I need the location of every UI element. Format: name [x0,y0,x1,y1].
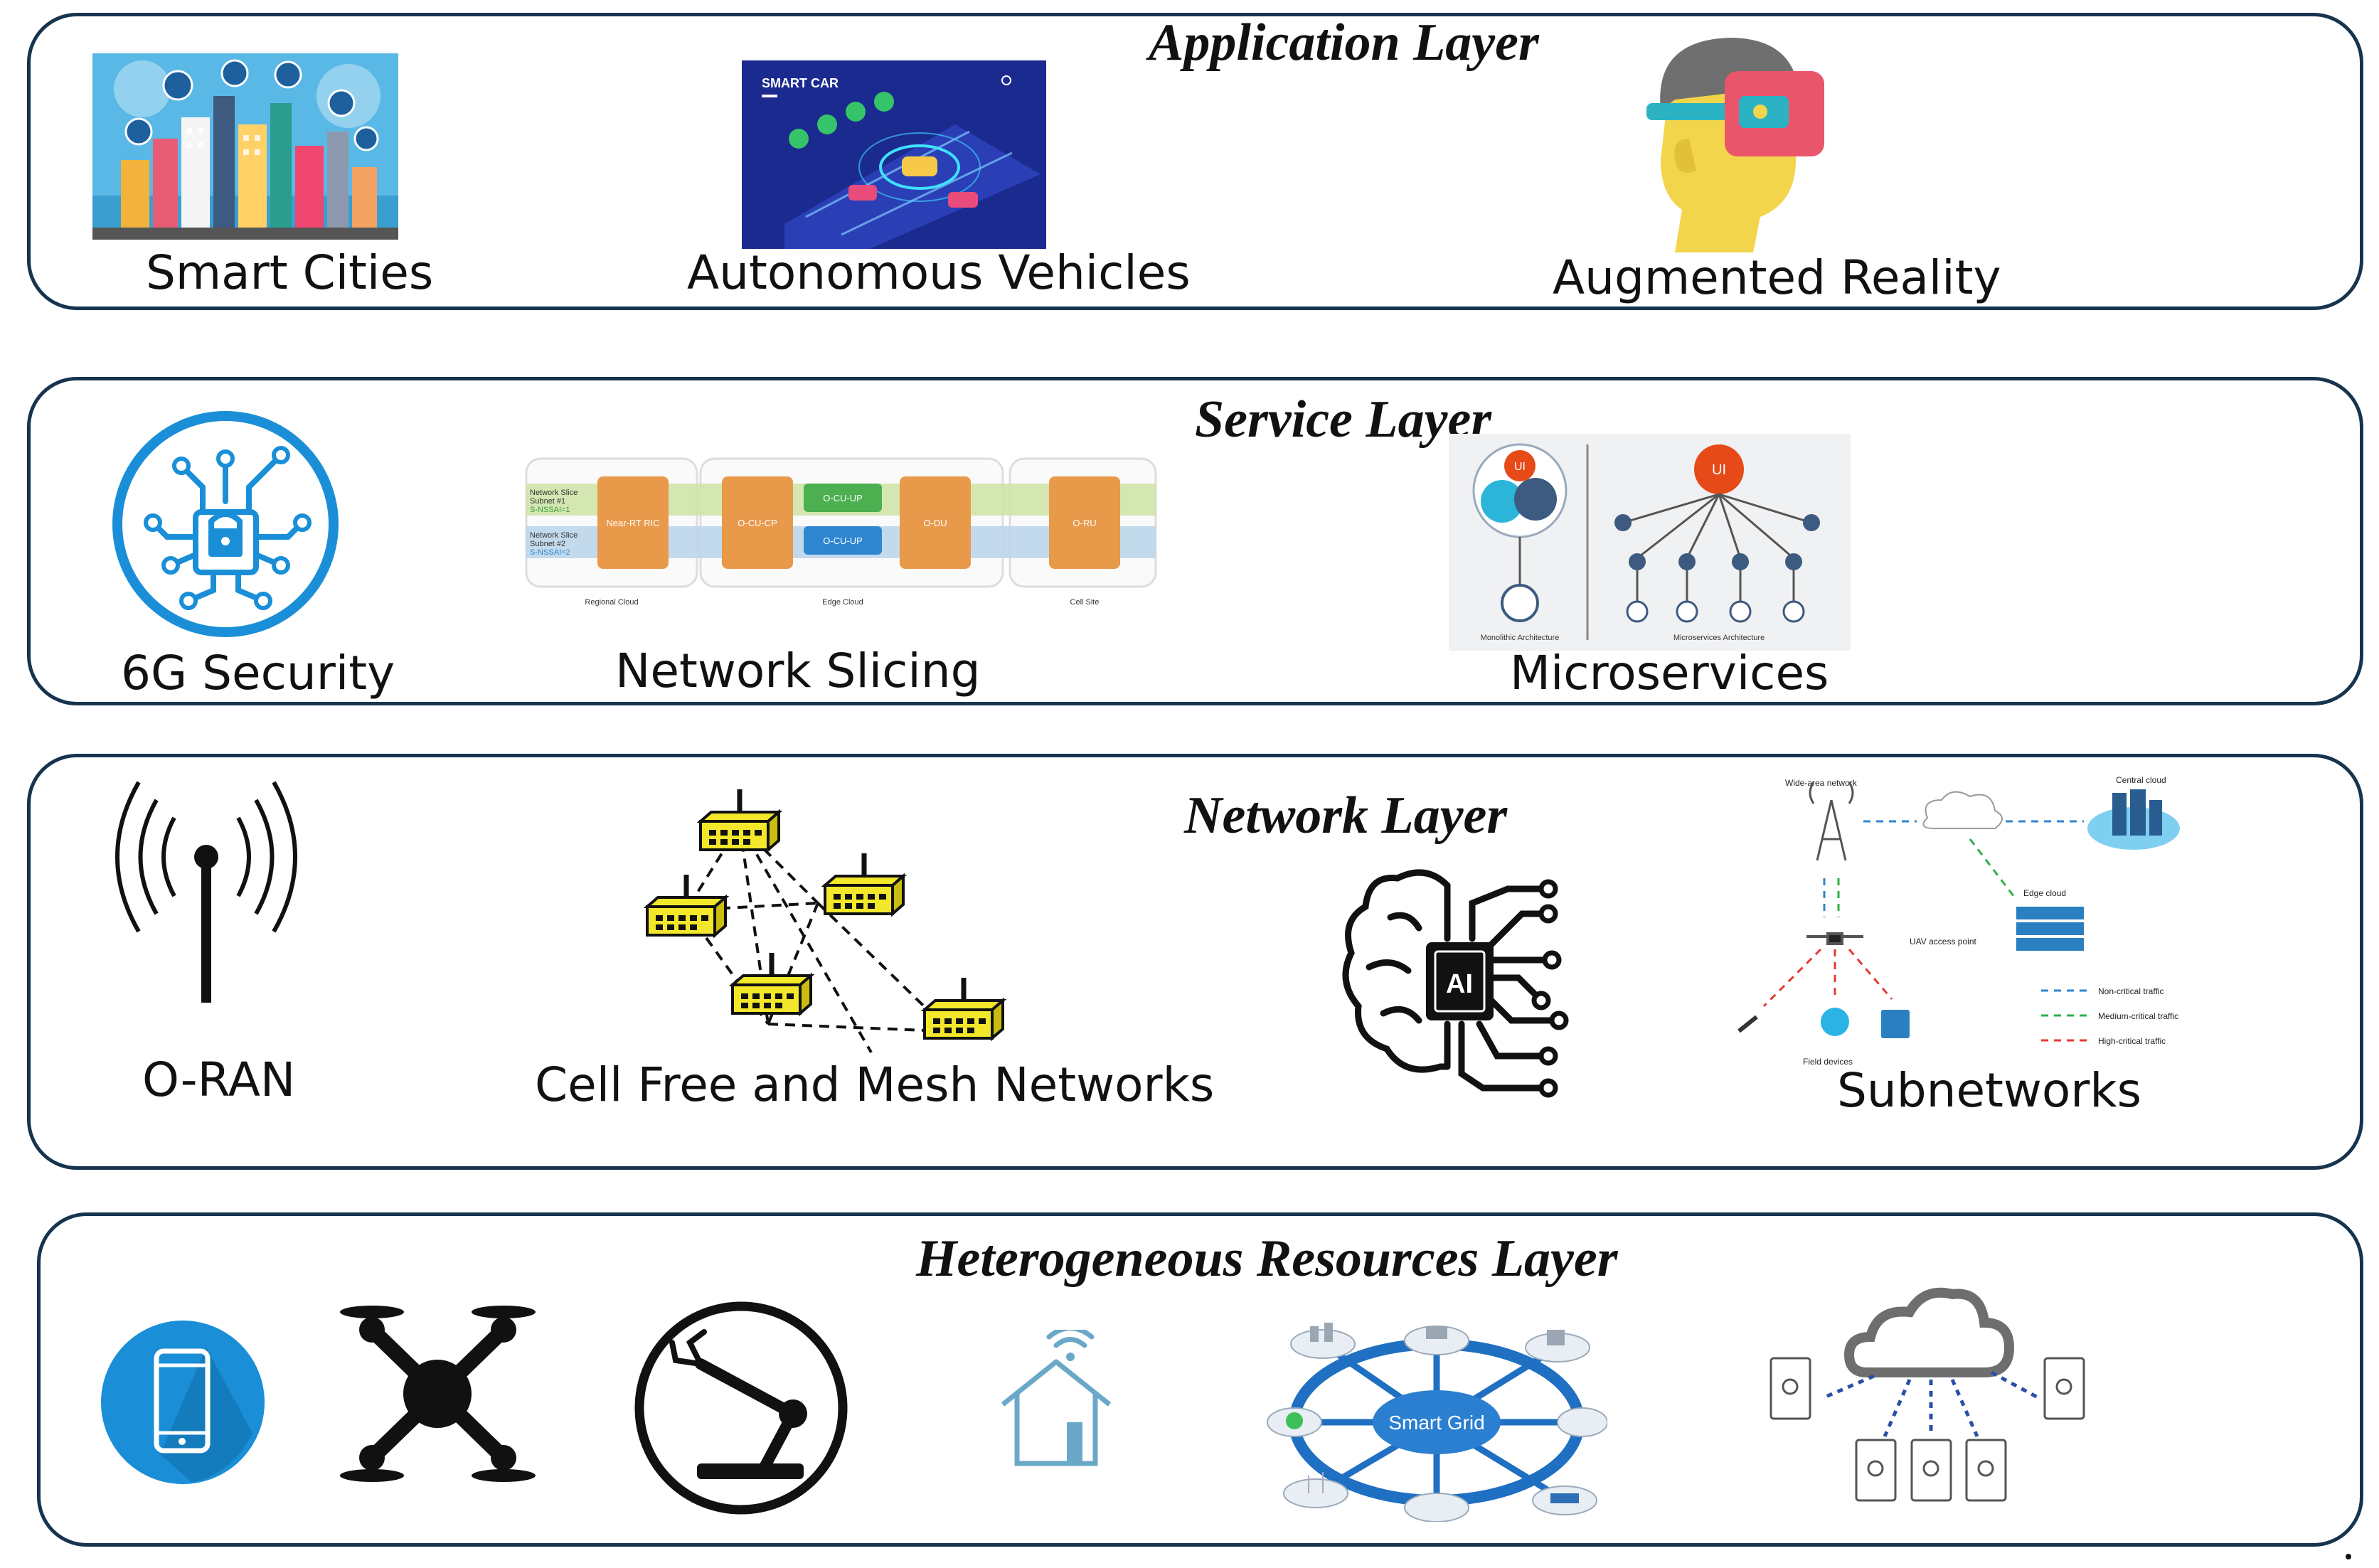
subnetworks-label: Subnetworks [1837,1063,2142,1118]
ai-brain-icon: AI [1342,869,1569,1098]
svg-text:Medium-critical traffic: Medium-critical traffic [2098,1011,2178,1021]
mesh-network-icon [643,789,1007,1054]
svg-text:Regional Cloud: Regional Cloud [585,598,638,607]
smart-home-icon [1001,1330,1112,1466]
svg-text:Edge cloud: Edge cloud [2023,888,2066,898]
svg-text:O-CU-UP: O-CU-UP [823,493,863,503]
cloud-devices-icon [1769,1287,2085,1502]
smart-cities-label: Smart Cities [146,245,434,300]
antenna-icon [115,781,297,1003]
svg-text:UI: UI [1514,461,1526,473]
smart-car-icon: SMART CAR [742,60,1046,249]
smart-car-screen-text: SMART CAR [762,76,839,90]
network-slicing-diagram: Network Slice Subnet #1 S-NSSAI=1 Networ… [525,457,1157,607]
svg-text:Subnet #2: Subnet #2 [530,540,565,548]
smart-grid-hub-text: Smart Grid [1388,1412,1484,1434]
svg-text:Network Slice: Network Slice [530,489,578,497]
application-layer-title: Application Layer [1149,14,1539,72]
svg-text:Edge Cloud: Edge Cloud [822,598,863,607]
svg-text:O-CU-CP: O-CU-CP [738,518,777,528]
smart-city-icon [92,53,398,240]
svg-text:UAV access point: UAV access point [1910,937,1976,946]
svg-text:Cell Site: Cell Site [1070,598,1100,607]
smart-grid-icon: Smart Grid [1267,1323,1607,1522]
network-layer-title: Network Layer [1184,786,1508,845]
microservices-diagram: UI Monolithic Architecture UI Microservi… [1449,434,1851,651]
service-layer-title: Service Layer [1195,390,1492,449]
network-slicing-label: Network Slicing [615,644,981,698]
subnetworks-diagram: Wide-area network Central cloud Edge clo… [1737,775,2180,1067]
svg-text:UI: UI [1712,462,1726,478]
application-layer-panel [27,13,2363,310]
service-layer-panel [27,377,2363,705]
autonomous-vehicles-label: Autonomous Vehicles [687,245,1191,300]
microservices-label: Microservices [1510,646,1829,700]
svg-text:Network Slice: Network Slice [530,531,578,540]
ai-chip-text: AI [1446,969,1473,999]
svg-text:Subnet #1: Subnet #1 [530,497,565,506]
heterogeneous-resources-layer-title: Heterogeneous Resources Layer [916,1230,1618,1288]
svg-text:High-critical traffic: High-critical traffic [2098,1036,2166,1046]
security-lock-icon [112,411,339,637]
svg-text:Non-critical traffic: Non-critical traffic [2098,986,2164,996]
o-ran-label: O-RAN [142,1052,296,1107]
robot-arm-icon [634,1301,848,1515]
svg-text:Central cloud: Central cloud [2116,775,2166,785]
svg-text:Microservices Architecture: Microservices Architecture [1673,634,1765,642]
drone-icon [340,1306,536,1482]
6g-security-label: 6G Security [121,646,395,700]
svg-text:O-DU: O-DU [923,518,947,528]
svg-text:Monolithic Architecture: Monolithic Architecture [1481,634,1560,642]
augmented-reality-label: Augmented Reality [1553,250,2001,305]
svg-text:Wide-area network: Wide-area network [1785,778,1858,788]
svg-text:S-NSSAI=2: S-NSSAI=2 [530,548,570,557]
svg-text:O-CU-UP: O-CU-UP [823,535,863,546]
svg-text:S-NSSAI=1: S-NSSAI=1 [530,506,570,514]
svg-text:O-RU: O-RU [1073,518,1096,528]
vr-headset-icon [1646,38,1824,252]
cell-free-mesh-label: Cell Free and Mesh Networks [535,1057,1215,1112]
svg-text:Field devices: Field devices [1803,1057,1853,1067]
smartphone-icon [101,1321,265,1484]
corner-dot [2346,1554,2351,1559]
svg-text:Near-RT RIC: Near-RT RIC [606,518,659,528]
